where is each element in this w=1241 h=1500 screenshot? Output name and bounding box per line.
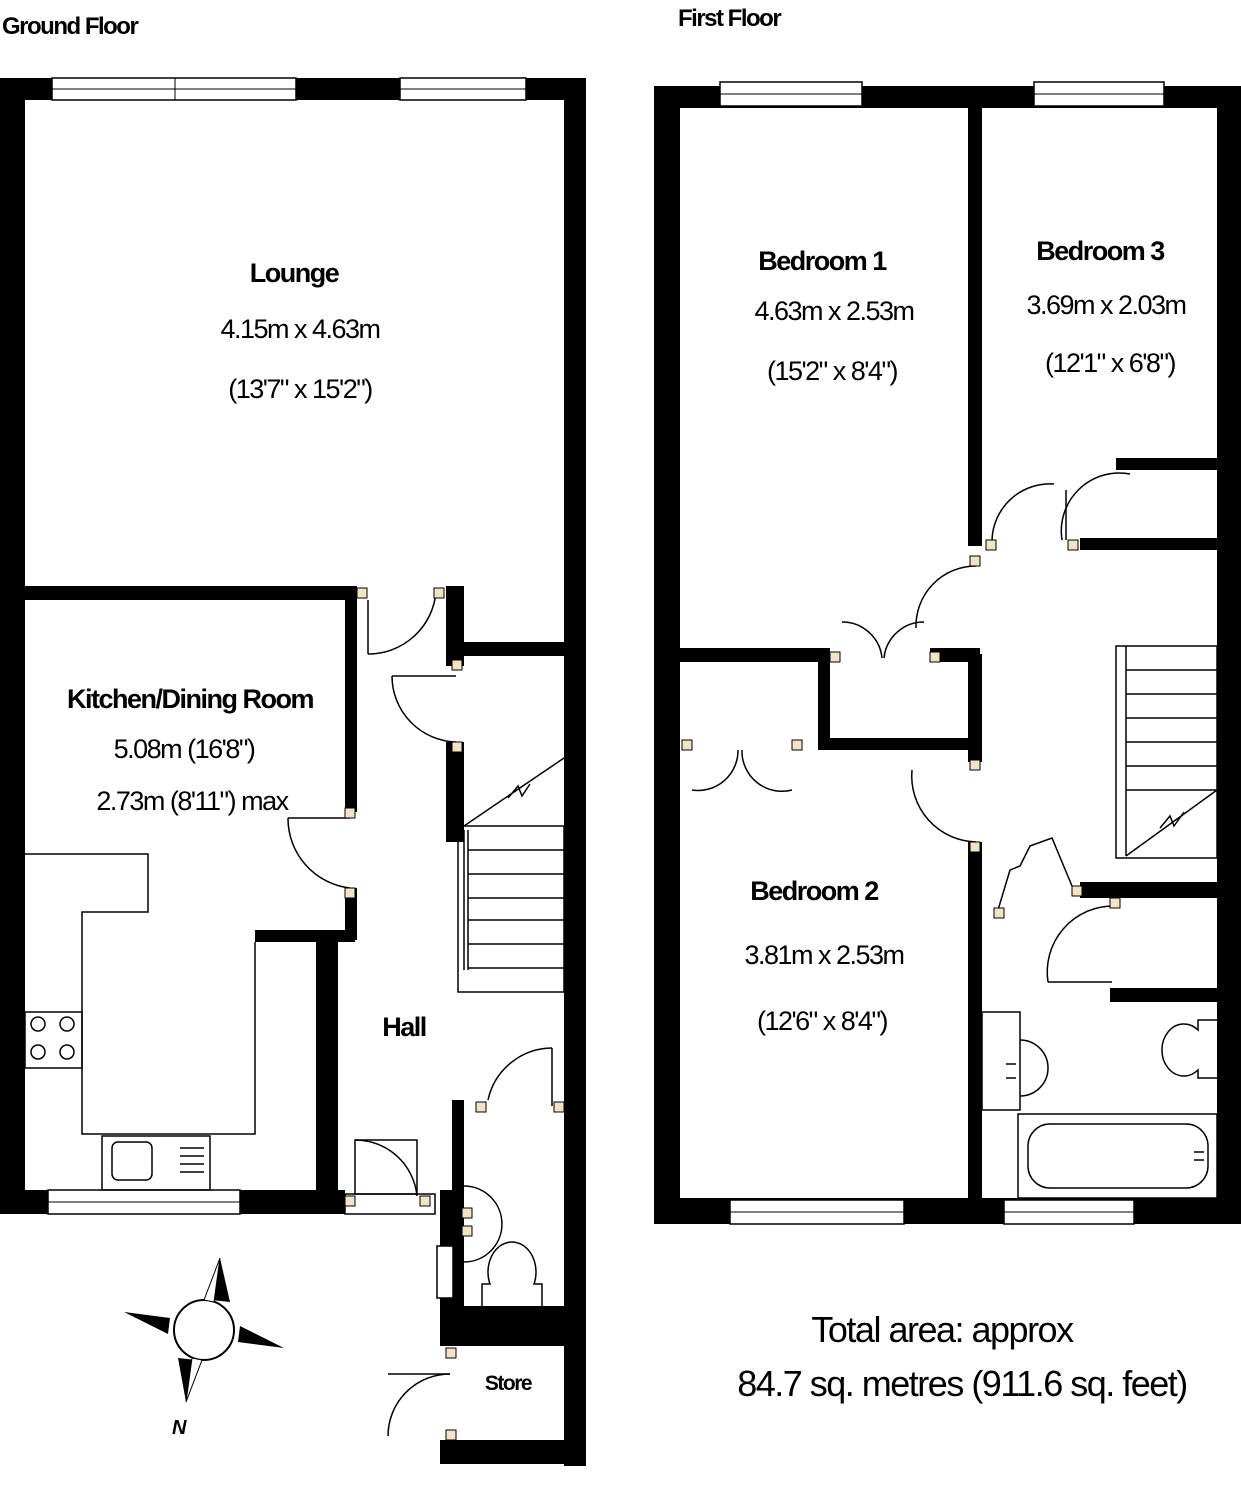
- first-floor-windows: [719, 81, 1165, 1225]
- bedroom3-name: Bedroom 3: [1036, 236, 1165, 266]
- bedroom1-dim-imperial: (15'2" x 8'4"): [767, 356, 898, 386]
- wc-fittings: [463, 1185, 543, 1306]
- first-door-jambs: [681, 539, 1121, 919]
- lounge-dim-metric: 4.15m x 4.63m: [220, 314, 379, 344]
- kitchen-name: Kitchen/Dining Room: [67, 684, 313, 714]
- bedroom3-dim-imperial: (12'1" x 6'8"): [1045, 348, 1176, 378]
- bedroom2-dim-imperial: (12'6" x 8'4"): [757, 1006, 888, 1036]
- ground-floor-stairs: [457, 757, 565, 993]
- store-name: Store: [485, 1372, 532, 1395]
- bedroom2-dim-metric: 3.81m x 2.53m: [744, 940, 903, 970]
- lounge-dim-imperial: (13'7" x 15'2"): [228, 374, 372, 404]
- bedroom2-name: Bedroom 2: [750, 876, 878, 906]
- hall-name: Hall: [382, 1012, 426, 1042]
- lounge-name: Lounge: [250, 258, 340, 288]
- kitchen-dim-width: 2.73m (8'11") max: [96, 786, 289, 816]
- door-jambs: [344, 587, 565, 1441]
- total-area-line1: Total area: approx: [811, 1309, 1074, 1350]
- first-floor-stairs: [1115, 645, 1218, 859]
- bedroom1-dim-metric: 4.63m x 2.53m: [754, 296, 913, 326]
- first-floor-title: First Floor: [678, 5, 781, 32]
- ground-floor-doors: [287, 591, 553, 1437]
- compass-rose: [124, 1257, 284, 1403]
- ground-floor-title: Ground Floor: [2, 13, 138, 40]
- kitchen-units: [24, 853, 256, 1191]
- ground-floor-windows: [47, 77, 527, 1299]
- bedroom1-name: Bedroom 1: [758, 246, 887, 276]
- kitchen-dim-length: 5.08m (16'8"): [114, 734, 255, 764]
- bathroom-fittings: [981, 1011, 1218, 1199]
- first-floor-doors: [691, 472, 1131, 983]
- bedroom3-dim-metric: 3.69m x 2.03m: [1026, 290, 1185, 320]
- total-area-line2: 84.7 sq. metres (911.6 sq. feet): [737, 1363, 1187, 1404]
- compass-north-label: N: [172, 1417, 187, 1439]
